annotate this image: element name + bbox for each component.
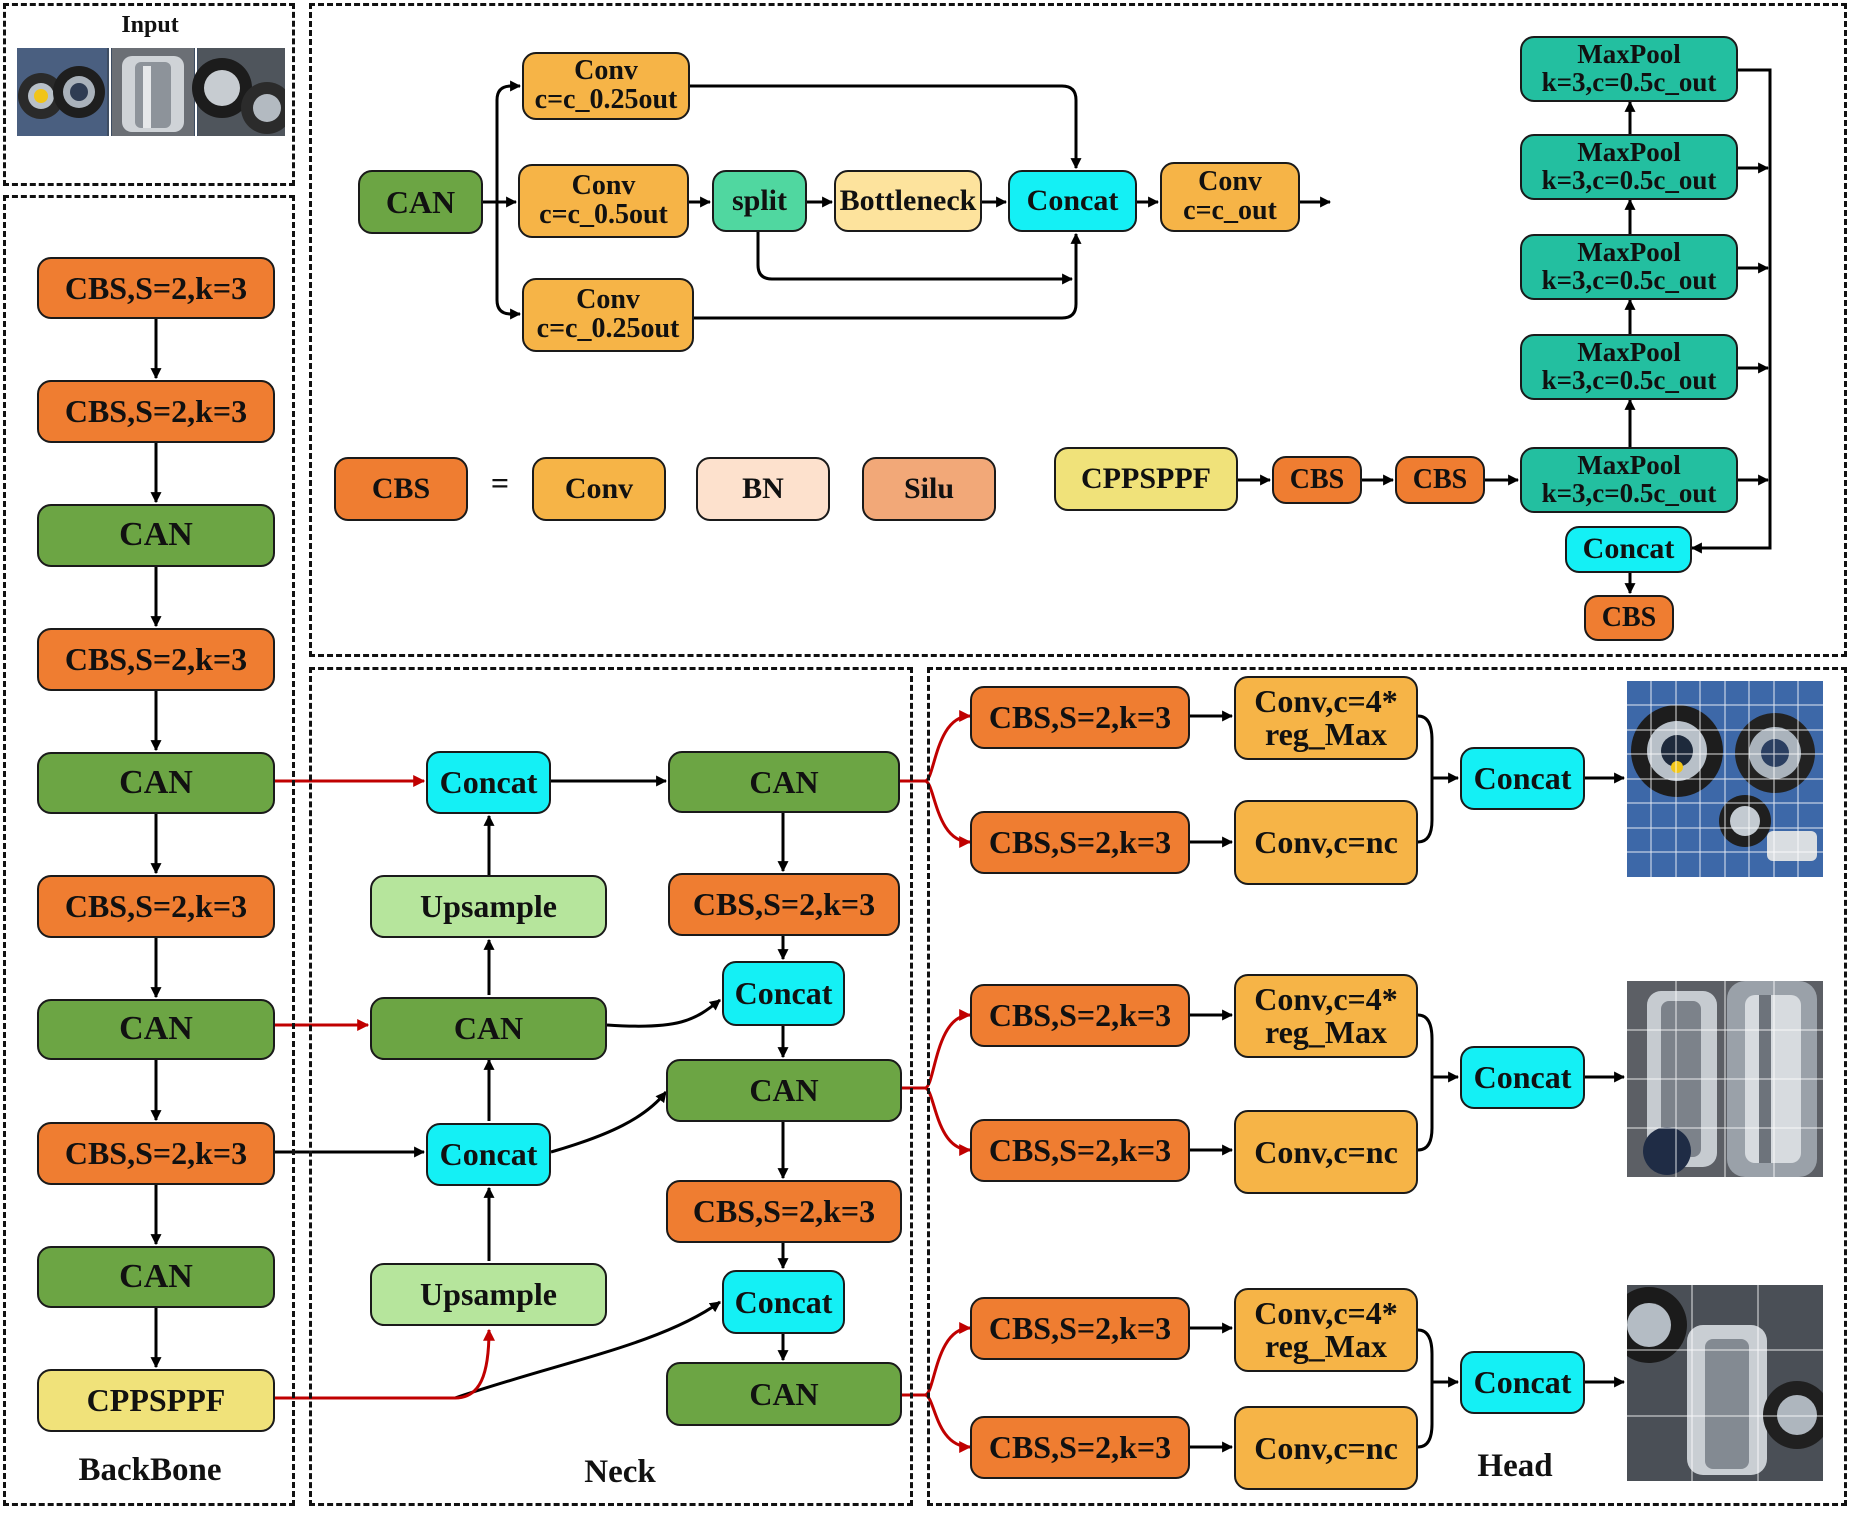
cppsppf-module-maxpool-3: MaxPool k=3,c=0.5c_out	[1520, 234, 1738, 300]
neck-upsample-2: Upsample	[370, 1263, 607, 1326]
neck-can-p3: CAN	[666, 1362, 902, 1426]
split-to-concat	[756, 232, 1074, 285]
head-1-output-image	[1626, 680, 1824, 878]
h3-merge	[1417, 1328, 1458, 1449]
backbone-cbs-3: CBS,S=2,k=3	[37, 628, 275, 691]
mp5-side	[1690, 68, 1772, 554]
can-module-conv-out: Conv c=c_out	[1160, 162, 1300, 232]
neck-can-p1: CAN	[668, 751, 900, 813]
head-3-conv-nc: Conv,c=nc	[1234, 1406, 1418, 1490]
cppsppf-module-maxpool-1: MaxPool k=3,c=0.5c_out	[1520, 447, 1738, 513]
h2-merge	[1417, 1013, 1458, 1152]
head-2-cbs-reg: CBS,S=2,k=3	[970, 984, 1190, 1047]
neck-concat-p3: Concat	[722, 1270, 845, 1334]
h1-merge	[1417, 714, 1458, 844]
can-module-bottleneck: Bottleneck	[834, 170, 982, 232]
head-3-concat: Concat	[1460, 1351, 1585, 1414]
concat-n2-to-can-p2	[550, 1091, 668, 1154]
can-to-conv-bot	[495, 202, 522, 320]
head-panel	[927, 667, 1847, 1506]
cppsppf-module-cppsppf: CPPSPPF	[1054, 447, 1238, 511]
neck-label: Neck	[584, 1454, 656, 1490]
head-3-cbs-nc: CBS,S=2,k=3	[970, 1416, 1190, 1479]
can-to-conv-top	[495, 80, 522, 202]
neck-cbs-2: CBS,S=2,k=3	[666, 1180, 902, 1243]
backbone-cbs-4: CBS,S=2,k=3	[37, 875, 275, 938]
can-module-conv-top: Conv c=c_0.25out	[522, 52, 690, 120]
cppsppf-module-maxpool-5: MaxPool k=3,c=0.5c_out	[1520, 36, 1738, 102]
head-2-cbs-nc: CBS,S=2,k=3	[970, 1119, 1190, 1182]
head-2-concat: Concat	[1460, 1046, 1585, 1109]
backbone-cppsppf: CPPSPPF	[37, 1369, 275, 1432]
backbone-can-4: CAN	[37, 1246, 275, 1308]
input-label: Input	[121, 12, 179, 38]
cppsppf-module-maxpool-2: MaxPool k=3,c=0.5c_out	[1520, 334, 1738, 400]
backbone-label: BackBone	[78, 1452, 222, 1488]
legend-bn: BN	[696, 457, 830, 521]
bb-cpp-to-upsample2	[275, 1328, 495, 1400]
backbone-can-1: CAN	[37, 504, 275, 567]
neck-concat-p2: Concat	[722, 961, 845, 1026]
legend-conv: Conv	[532, 457, 666, 521]
legend-equals: =	[490, 465, 510, 501]
backbone-cbs-2: CBS,S=2,k=3	[37, 380, 275, 443]
head-1-conv-reg: Conv,c=4* reg_Max	[1234, 676, 1418, 760]
head-3-cbs-reg: CBS,S=2,k=3	[970, 1297, 1190, 1360]
backbone-panel	[3, 195, 295, 1506]
can-n-to-concat-p2	[606, 998, 721, 1028]
input-image	[16, 47, 286, 137]
head-2-conv-reg: Conv,c=4* reg_Max	[1234, 974, 1418, 1058]
neck-concat-1: Concat	[426, 751, 551, 814]
head-2-conv-nc: Conv,c=nc	[1234, 1110, 1418, 1194]
legend-cbs: CBS	[334, 457, 468, 521]
cppsppf-module-maxpool-4: MaxPool k=3,c=0.5c_out	[1520, 134, 1738, 200]
cppsppf-module-concat: Concat	[1565, 526, 1692, 573]
head-1-cbs-reg: CBS,S=2,k=3	[970, 686, 1190, 749]
head-1-conv-nc: Conv,c=nc	[1234, 800, 1418, 885]
neck-concat-2: Concat	[426, 1123, 551, 1186]
module-panel	[309, 3, 1847, 657]
head-3-conv-reg: Conv,c=4* reg_Max	[1234, 1288, 1418, 1372]
can-module-conv-mid: Conv c=c_0.5out	[518, 164, 689, 238]
neck-panel	[309, 667, 913, 1506]
backbone-can-2: CAN	[37, 752, 275, 814]
neck-can-p2: CAN	[666, 1059, 902, 1122]
head-1-cbs-nc: CBS,S=2,k=3	[970, 811, 1190, 874]
backbone-cbs-1: CBS,S=2,k=3	[37, 257, 275, 319]
neck-upsample-1: Upsample	[370, 875, 607, 938]
cpp-to-concat-p3	[454, 1300, 721, 1400]
legend-silu: Silu	[862, 457, 996, 521]
backbone-cbs-5: CBS,S=2,k=3	[37, 1122, 275, 1185]
input-panel	[3, 3, 295, 186]
cppsppf-module-cbs-out: CBS	[1584, 595, 1674, 641]
head-2-output-image	[1626, 980, 1824, 1178]
head-label: Head	[1477, 1448, 1553, 1484]
cppsppf-module-cbs-1: CBS	[1272, 456, 1362, 504]
convbot-to-concat	[694, 232, 1082, 320]
neck-can-1: CAN	[370, 997, 607, 1060]
neck-cbs-1: CBS,S=2,k=3	[668, 873, 900, 936]
can-module-concat: Concat	[1008, 170, 1137, 232]
head-1-concat: Concat	[1460, 747, 1585, 810]
can-module-conv-bot: Conv c=c_0.25out	[522, 278, 694, 352]
can-module-split: split	[712, 170, 807, 232]
convtop-to-concat	[690, 84, 1082, 170]
can-module-can: CAN	[358, 170, 483, 234]
cppsppf-module-cbs-2: CBS	[1395, 456, 1485, 504]
head-3-output-image	[1626, 1284, 1824, 1482]
backbone-can-3: CAN	[37, 999, 275, 1060]
